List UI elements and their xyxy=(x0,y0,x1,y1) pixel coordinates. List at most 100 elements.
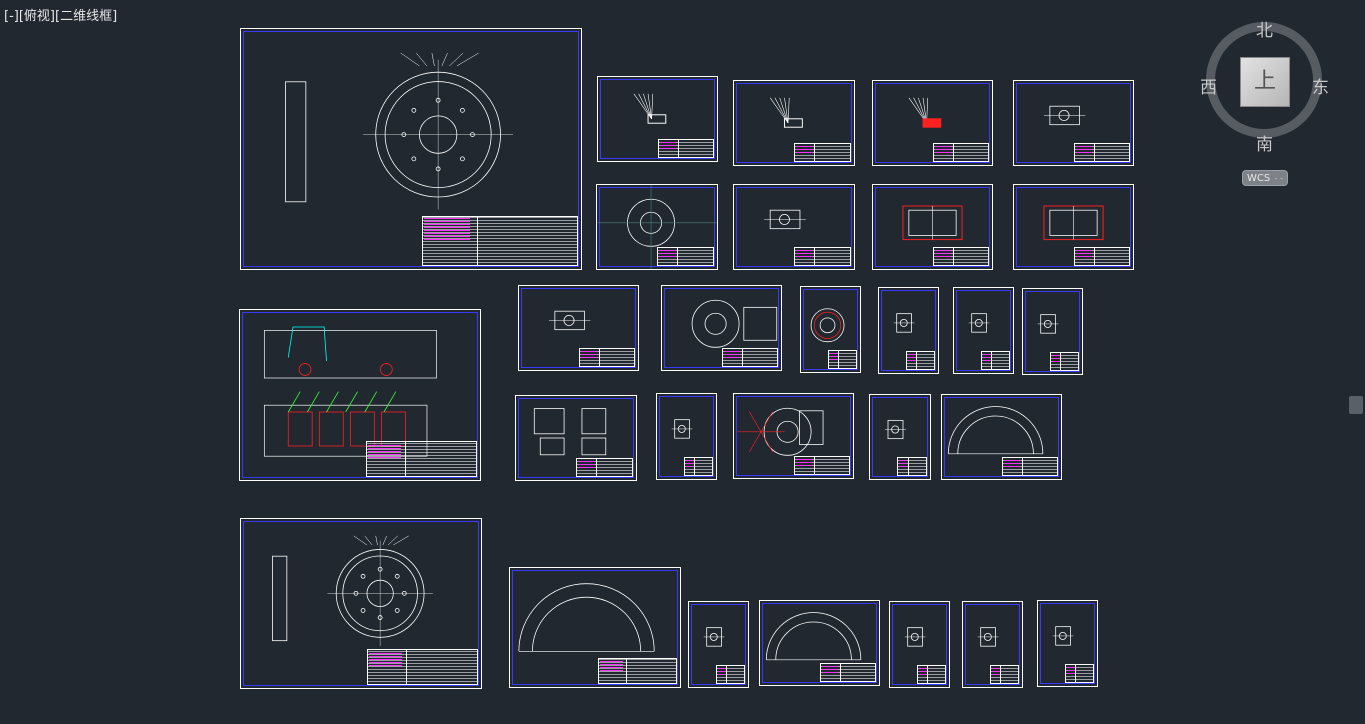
title-block xyxy=(1074,247,1130,266)
title-block-highlight xyxy=(822,665,839,673)
drawing-sheet-part-sheet-r4-2[interactable] xyxy=(656,393,717,480)
viewcube-top-face[interactable]: 上 xyxy=(1240,57,1290,107)
title-block xyxy=(933,247,989,266)
wcs-menu-button[interactable]: WCS xyxy=(1242,170,1288,187)
title-block-highlight xyxy=(1004,459,1021,467)
sheet-inner-border xyxy=(875,83,990,163)
sheet-inner-border xyxy=(736,187,852,267)
sheet-inner-border xyxy=(1040,603,1095,684)
drawing-sheet-part-sheet-r3-6[interactable] xyxy=(1022,288,1083,375)
drawing-sheet-part-sheet-r3-2[interactable] xyxy=(661,285,782,371)
sheet-drawing-graphic xyxy=(947,406,1044,455)
title-block xyxy=(684,457,713,476)
title-block-highlight xyxy=(796,145,813,153)
sheet-inner-border xyxy=(944,397,1059,477)
title-block xyxy=(1074,143,1130,162)
sheet-inner-border xyxy=(872,397,928,477)
compass-north[interactable]: 北 xyxy=(1256,21,1273,41)
sheet-inner-border xyxy=(1025,291,1080,372)
view-menu-button[interactable]: [-] xyxy=(4,9,19,24)
view-direction-button[interactable]: [俯视] xyxy=(18,9,55,24)
title-block xyxy=(906,351,935,370)
title-block xyxy=(576,458,633,477)
drawing-sheet-part-sheet-r2-4[interactable] xyxy=(1013,184,1134,270)
title-block-highlight xyxy=(600,660,624,671)
drawing-sheet-brake-shoe-sheet[interactable] xyxy=(509,567,681,688)
sheet-inner-border xyxy=(600,79,715,159)
title-block-highlight xyxy=(581,350,598,358)
sheet-inner-border xyxy=(512,570,678,685)
drawing-sheet-part-sheet-r1-4[interactable] xyxy=(1013,80,1134,166)
title-block-highlight xyxy=(1076,249,1093,257)
sheet-inner-border xyxy=(518,398,634,478)
drawing-sheet-part-sheet-r4-3[interactable] xyxy=(733,393,854,479)
drawing-sheet-part-sheet-r2-1[interactable] xyxy=(596,184,718,270)
sheet-inner-border xyxy=(659,396,714,477)
sheet-drawing-graphic xyxy=(737,407,824,456)
title-block xyxy=(722,348,778,367)
sheet-inner-border xyxy=(691,604,746,685)
drawing-sheet-part-sheet-r5-2[interactable] xyxy=(759,600,880,686)
drawing-sheet-part-sheet-r3-5[interactable] xyxy=(953,287,1014,374)
sheet-inner-border xyxy=(664,288,779,368)
viewport-controls-label: [-][俯视][二维线框] xyxy=(4,5,117,24)
title-block-highlight xyxy=(578,460,595,468)
title-block xyxy=(1065,664,1094,683)
sheet-inner-border xyxy=(243,31,579,267)
sheet-drawing-graphic xyxy=(908,97,942,128)
compass-south[interactable]: 南 xyxy=(1256,135,1273,155)
title-block xyxy=(658,139,714,158)
drawing-sheet-part-sheet-r4-4[interactable] xyxy=(869,394,931,480)
drawing-sheet-part-sheet-r2-2[interactable] xyxy=(733,184,855,270)
title-block-highlight xyxy=(369,651,402,667)
compass-ring[interactable] xyxy=(1206,22,1322,138)
compass-east[interactable]: 东 xyxy=(1312,78,1329,98)
title-block-highlight xyxy=(660,141,677,149)
sheet-drawing-graphic xyxy=(691,299,778,348)
drawing-sheet-part-sheet-r3-4[interactable] xyxy=(878,287,939,374)
drawing-sheet-part-sheet-r2-3[interactable] xyxy=(872,184,993,270)
title-block-highlight xyxy=(718,667,727,675)
sheet-drawing-graphic xyxy=(597,185,717,269)
sheet-drawing-graphic xyxy=(285,52,514,210)
viewcube[interactable]: 上 北 南 西 东 WCS xyxy=(1196,14,1336,189)
vertical-scrollbar-thumb[interactable] xyxy=(1349,396,1363,414)
drawing-sheet-truck-assembly[interactable] xyxy=(239,309,481,481)
title-block-highlight xyxy=(1076,145,1093,153)
drawing-sheet-part-sheet-r5-1[interactable] xyxy=(688,601,749,688)
title-block xyxy=(917,665,946,684)
title-block-highlight xyxy=(686,459,695,467)
sheet-drawing-graphic xyxy=(904,627,926,647)
title-block-highlight xyxy=(724,350,741,358)
drawing-sheet-part-sheet-r1-3[interactable] xyxy=(872,80,993,166)
drawing-sheet-part-sheet-r3-1[interactable] xyxy=(518,285,639,371)
title-block xyxy=(422,216,578,266)
title-block xyxy=(794,143,851,162)
sheet-inner-border xyxy=(875,187,990,267)
title-block-highlight xyxy=(935,145,952,153)
drawing-sheet-brake-assembly-top[interactable] xyxy=(240,28,582,270)
drawing-sheet-part-sheet-r5-4[interactable] xyxy=(962,601,1023,688)
drawing-sheet-part-sheet-r1-1[interactable] xyxy=(597,76,718,162)
drawing-sheet-brake-assembly-bottom[interactable] xyxy=(240,518,482,689)
title-block-highlight xyxy=(830,352,839,360)
title-block-highlight xyxy=(908,353,917,361)
title-block xyxy=(933,143,989,162)
title-block-highlight xyxy=(796,458,813,466)
drawing-sheet-part-sheet-r5-5[interactable] xyxy=(1037,600,1098,687)
drawing-sheet-part-sheet-r5-3[interactable] xyxy=(889,601,950,688)
title-block-highlight xyxy=(368,443,401,459)
sheet-drawing-graphic xyxy=(765,612,862,661)
title-block xyxy=(897,457,927,476)
sheet-inner-border xyxy=(736,396,851,476)
visual-style-button[interactable]: [二维线框] xyxy=(55,9,118,24)
drawing-sheet-part-sheet-r1-2[interactable] xyxy=(733,80,855,166)
drawing-sheet-part-sheet-r4-1[interactable] xyxy=(515,395,637,481)
compass-west[interactable]: 西 xyxy=(1200,78,1217,98)
drawing-sheet-part-sheet-r3-3[interactable] xyxy=(800,286,861,373)
sheet-inner-border xyxy=(1016,187,1131,267)
sheet-inner-border xyxy=(956,290,1011,371)
drawing-sheet-part-sheet-r4-5[interactable] xyxy=(941,394,1062,480)
sheet-inner-border xyxy=(803,289,858,370)
title-block-highlight xyxy=(983,353,992,361)
